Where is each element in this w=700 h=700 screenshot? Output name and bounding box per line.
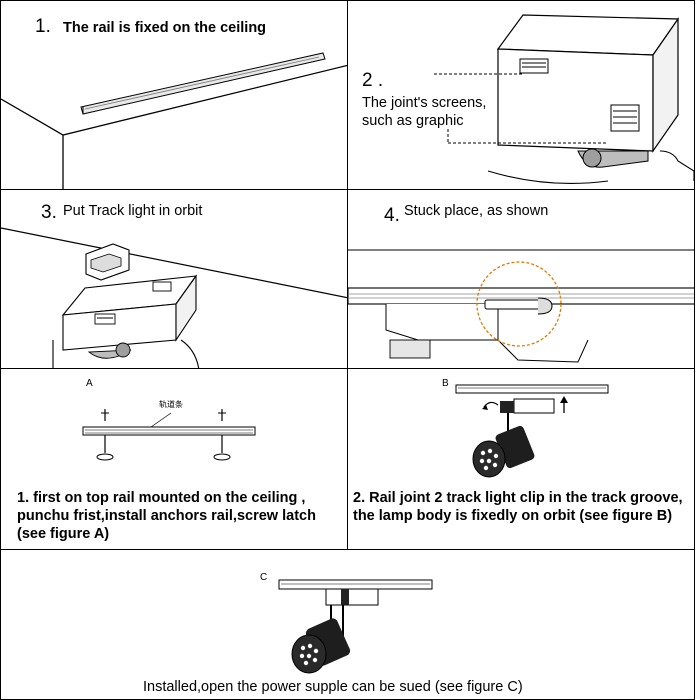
figure-a-description: 1. first on top rail mounted on the ceil… [17,490,316,542]
panel-step-1: 1. The rail is fixed on the ceiling [0,0,348,190]
figure-b-description: 2. Rail joint 2 track light clip in the … [353,490,683,524]
rail-bar-label: 轨道条 [159,400,183,409]
ceiling-rail-illustration [1,52,347,189]
figure-a-illustration [82,409,256,461]
panel-step-4: 4. Stuck place, as shown [347,189,695,369]
rail-section [85,243,130,281]
spotlight-b [472,413,535,478]
figure-a-tag: A [86,378,93,389]
ceiling-rail [80,52,326,115]
track-connector-body [487,14,694,184]
panel-figure-b: B 2. Rail joint 2 track light clip in th… [347,368,695,550]
step-2-label-line-1: The joint's screens, [362,95,487,111]
figure-b-tag: B [442,378,449,389]
rotate-arrow [483,401,499,408]
track-adapter [52,274,200,368]
highlight-circle [476,261,562,347]
figure-c-description: Installed,open the power supple can be s… [143,679,523,695]
adapter-b [500,398,555,414]
step-1-number: 1. [35,16,51,37]
step-1-label: The rail is fixed on the ceiling [63,20,267,36]
rail-bar-c [278,579,433,590]
step-4-label: Stuck place, as shown [404,203,549,219]
panel-figure-a: A 轨道条 1. first on top rail mounted on th… [0,368,348,550]
track-light-in-orbit-illustration [1,227,347,368]
adapter-under-rail [385,304,589,363]
panel-step-2: 2 . The joint's screens, such as graphic [347,0,695,190]
spotlight-c [291,605,351,674]
rail-bar-a [82,426,256,436]
rail-bar-b [455,384,609,394]
figure-b-illustration [455,384,609,478]
adapter-c [325,588,379,606]
clip-latch [484,297,553,315]
figure-c-tag: C [260,572,268,583]
step-4-number: 4. [384,205,400,226]
screw-anchor-left [96,409,114,461]
step-3-number: 3. [41,202,57,223]
screw-anchor-right [213,409,231,461]
figure-c-illustration [278,579,433,674]
panel-figure-c: C Installed,open the power supple can be… [0,549,695,700]
step-2-number: 2 . [362,70,384,91]
step-2-label-line-2: such as graphic [362,113,464,129]
stuck-place-illustration [348,249,694,363]
joint-screens-illustration [434,14,694,184]
step-3-label: Put Track light in orbit [63,203,203,219]
panel-step-3: 3. Put Track light in orbit [0,189,348,369]
